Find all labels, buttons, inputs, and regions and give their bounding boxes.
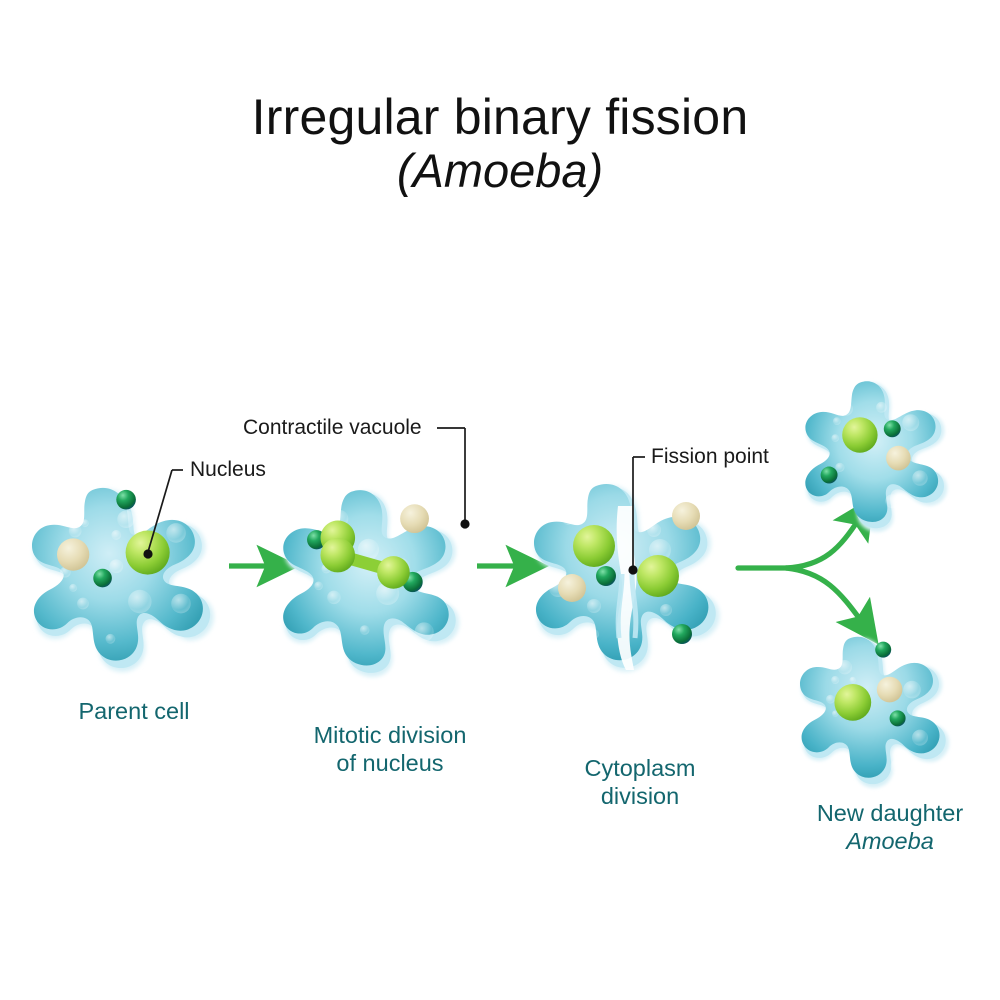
nucleus-shape xyxy=(842,417,878,453)
page-title: Irregular binary fission (Amoeba) xyxy=(0,92,1000,195)
leader-line-fission-point xyxy=(628,456,645,575)
stage-label-cytoplasm-division: Cytoplasm division xyxy=(528,755,752,810)
stage-label-line: of nucleus xyxy=(336,749,444,776)
organelle xyxy=(883,420,901,438)
organelle xyxy=(116,489,136,510)
cytoplasm-bubbles xyxy=(826,660,928,774)
cell-daughter-upper xyxy=(805,381,948,532)
stage-label-line: division xyxy=(600,782,680,809)
cell-daughter-lower xyxy=(799,636,950,788)
nucleus-shape xyxy=(573,525,615,567)
contractile-vacuole-shape xyxy=(876,676,903,703)
arrow-fork-to-daughters xyxy=(735,495,879,645)
cell-cytoplasm-division xyxy=(533,484,720,672)
stage-label-line: Parent cell xyxy=(78,698,190,724)
leader-line-contractile-vacuole xyxy=(437,427,470,529)
contractile-vacuole-shape xyxy=(400,504,429,534)
organelle xyxy=(889,710,906,727)
cell-mitotic-division xyxy=(283,490,460,677)
organelle xyxy=(875,641,892,658)
leader-line-nucleus xyxy=(143,469,183,559)
organelle xyxy=(596,566,616,586)
organelle xyxy=(672,624,692,644)
stage-label-line: Mitotic division xyxy=(313,722,467,748)
stage-label-parent-cell: Parent cell xyxy=(0,698,268,726)
stage-label-line-italic: Amoeba xyxy=(846,827,934,854)
fission-constriction xyxy=(615,506,639,670)
title-subtitle: (Amoeba) xyxy=(396,144,604,197)
organelle xyxy=(93,568,112,588)
cytoplasm-bubbles xyxy=(59,510,191,654)
dividing-nucleus-shape xyxy=(320,520,410,589)
organelle xyxy=(820,466,838,484)
nucleus-shape xyxy=(834,684,872,721)
callout-contractile-vacuole: Contractile vacuole xyxy=(243,416,422,439)
arrow-lower-branch xyxy=(783,565,879,645)
callout-fission-point: Fission point xyxy=(651,445,769,468)
contractile-vacuole-shape xyxy=(56,538,90,571)
arrow-upper-branch xyxy=(783,495,875,571)
callout-nucleus: Nucleus xyxy=(190,458,266,481)
stage-label-line: New daughter xyxy=(816,800,964,826)
title-main: Irregular binary fission xyxy=(251,89,749,145)
cell-parent xyxy=(31,487,214,672)
stage-label-mitotic-division: Mitotic division of nucleus xyxy=(260,722,520,777)
contractile-vacuole-shape xyxy=(558,574,586,602)
contractile-vacuole-shape xyxy=(886,445,911,471)
contractile-vacuole-shape xyxy=(672,502,700,530)
stage-label-line: Cytoplasm xyxy=(584,755,696,781)
stage-label-new-daughter: New daughter Amoeba xyxy=(780,800,1000,855)
nucleus-shape xyxy=(637,555,679,597)
